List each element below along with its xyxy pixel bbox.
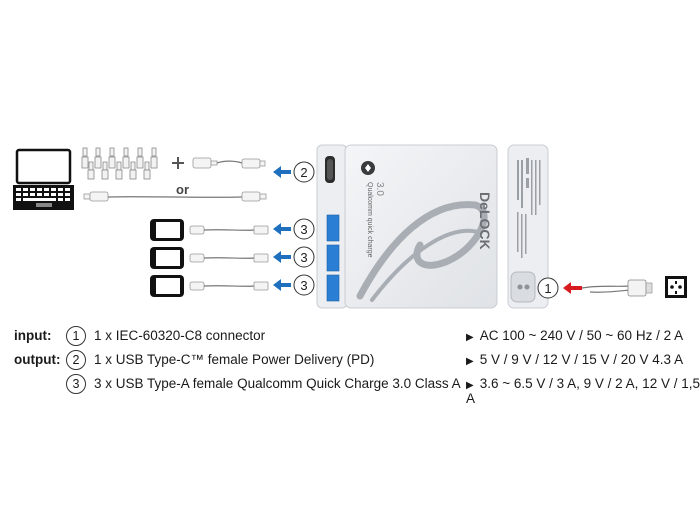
svg-text:2: 2 [300, 165, 307, 180]
spec-row-output-usb-a: 3 3 x USB Type-A female Qualcomm Quick C… [0, 374, 700, 406]
usb-a-cable-icon [189, 225, 269, 235]
spec-value: ▶3.6 ~ 6.5 V / 3 A, 9 V / 2 A, 12 V / 1,… [466, 376, 700, 406]
arrow-left-icon [273, 166, 291, 178]
svg-text:3: 3 [300, 250, 307, 265]
spec-description: 3 x USB Type-A female Qualcomm Quick Cha… [94, 376, 461, 391]
svg-text:3: 3 [300, 222, 307, 237]
spec-value-text: AC 100 ~ 240 V / 50 ~ 60 Hz / 2 A [479, 328, 684, 343]
callout-1: 1 [537, 277, 559, 299]
callout-3: 3 [293, 218, 315, 240]
swirl-logo [356, 201, 488, 302]
spec-value-text: 3.6 ~ 6.5 V / 3 A, 9 V / 2 A, 12 V / 1,5… [466, 376, 700, 406]
smartphone-icon [150, 219, 184, 241]
dc-tips-icon [81, 147, 158, 180]
callout-3: 3 [293, 274, 315, 296]
charger-side-view [316, 144, 348, 309]
spec-row-output: output: 2 1 x USB Type-C™ female Power D… [0, 350, 700, 370]
spec-row-input: input: 1 1 x IEC-60320-C8 connector ▶ AC … [0, 326, 700, 346]
callout-3: 3 [293, 246, 315, 268]
spec-label: input: [14, 328, 52, 343]
spec-description: 1 x IEC-60320-C8 connector [94, 328, 266, 343]
svg-text:3.0: 3.0 [374, 182, 385, 196]
smartphone-icon [150, 275, 184, 297]
svg-text:Qualcomm quick charge: Qualcomm quick charge [366, 182, 373, 258]
spec-label: output: [14, 352, 61, 367]
usb-a-cable-icon [189, 253, 269, 263]
arrow-left-icon [273, 251, 291, 263]
qc-badge: Qualcomm quick charge 3.0 [361, 161, 385, 258]
arrow-left-icon [273, 279, 291, 291]
or-label: or [176, 182, 189, 197]
charger-front-face: Qualcomm quick charge 3.0 [344, 144, 498, 309]
usb-a-cable-icon [189, 281, 269, 291]
usb-c-cable-icon [83, 191, 267, 202]
svg-text:3: 3 [300, 278, 307, 293]
triangle-right-icon: ▶ [466, 332, 474, 343]
arrow-left-icon [273, 223, 291, 235]
spec-value: ▶ 5 V / 9 V / 12 V / 15 V / 20 V 4.3 A [466, 352, 683, 367]
charger-diagram: or [13, 144, 687, 309]
spec-value-text: 5 V / 9 V / 12 V / 15 V / 20 V 4.3 A [479, 352, 684, 367]
charger-back-face: DeLOCK [477, 144, 549, 309]
triangle-right-icon: ▶ [466, 380, 474, 391]
spec-value: ▶ AC 100 ~ 240 V / 50 ~ 60 Hz / 2 A [466, 328, 683, 343]
spec-number: 3 [66, 374, 86, 394]
spec-number: 1 [66, 326, 86, 346]
brand-logo: DeLOCK [477, 192, 493, 250]
triangle-right-icon: ▶ [466, 356, 474, 367]
arrow-left-red-icon [563, 282, 582, 294]
spec-number: 2 [66, 350, 86, 370]
smartphone-icon [150, 247, 184, 269]
power-cord-icon [581, 279, 653, 297]
spec-description: 1 x USB Type-C™ female Power Delivery (P… [94, 352, 375, 367]
spec-table: input: 1 1 x IEC-60320-C8 connector ▶ AC … [0, 322, 700, 412]
plus-icon [172, 157, 184, 169]
callout-2: 2 [293, 161, 315, 183]
regulatory-marks-icon [517, 158, 541, 258]
laptop-icon [13, 148, 74, 210]
usb-c-dc-cable-icon [192, 157, 266, 169]
svg-text:1: 1 [544, 281, 551, 296]
wall-socket-icon [665, 276, 687, 298]
